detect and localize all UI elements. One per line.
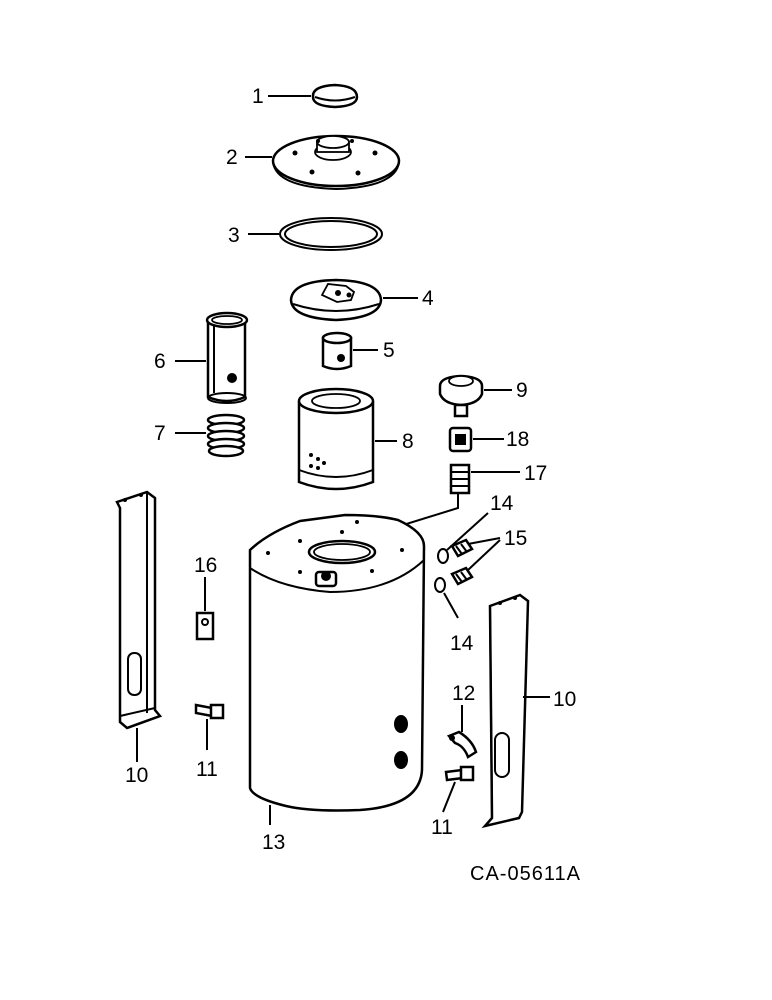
callout-15: 15 — [504, 527, 527, 550]
callout-17: 17 — [524, 462, 547, 485]
callout-12: 12 — [452, 682, 475, 705]
callout-8: 8 — [402, 430, 414, 453]
part-18-adapter — [448, 426, 473, 453]
part-5-bushing — [321, 331, 353, 371]
callout-2: 2 — [226, 146, 238, 169]
part-9-relief-valve — [438, 374, 484, 418]
part-14-washer-lower — [434, 577, 446, 593]
callout-4: 4 — [422, 287, 434, 310]
part-15-plug-lower — [450, 566, 474, 586]
part-13-tank — [248, 513, 426, 812]
part-16-decal — [195, 611, 215, 641]
callout-3: 3 — [228, 224, 240, 247]
leader-11-right — [442, 781, 456, 813]
leader-15-b — [467, 539, 501, 571]
part-11-bolt-right — [444, 765, 475, 782]
callout-6: 6 — [154, 350, 166, 373]
callout-5: 5 — [383, 339, 395, 362]
callout-11-right: 11 — [431, 816, 453, 839]
callout-1: 1 — [252, 85, 264, 108]
part-11-bolt-left — [194, 703, 225, 720]
part-3-gasket — [279, 217, 383, 251]
part-1-cap — [311, 83, 359, 109]
drawing-code: CA-05611A — [470, 863, 581, 885]
callout-10-right: 10 — [553, 688, 576, 711]
callout-13: 13 — [262, 831, 285, 854]
part-7-spring — [206, 413, 246, 458]
callout-14-upper: 14 — [490, 492, 514, 515]
part-8-filter-element — [297, 387, 375, 491]
callout-10-left: 10 — [125, 764, 148, 787]
callout-14-lower: 14 — [450, 632, 474, 655]
part-4-filter-head — [289, 278, 383, 322]
leader-14-lower — [443, 592, 459, 619]
part-2-cover-plate — [271, 134, 401, 191]
part-14-washer-upper — [437, 548, 449, 564]
callout-11-left: 11 — [196, 758, 218, 781]
part-17-nipple — [449, 463, 471, 495]
leader-15-a — [467, 537, 501, 545]
leader-14-upper — [446, 512, 489, 551]
part-6-sleeve — [205, 311, 249, 404]
callout-7: 7 — [154, 422, 166, 445]
callout-9: 9 — [516, 379, 528, 402]
part-10-bracket-left — [115, 490, 163, 730]
callout-16: 16 — [194, 554, 217, 577]
part-10-bracket-right — [481, 593, 530, 829]
callout-18: 18 — [506, 428, 529, 451]
part-15-plug-upper — [450, 538, 474, 558]
part-12-elbow — [446, 730, 478, 759]
